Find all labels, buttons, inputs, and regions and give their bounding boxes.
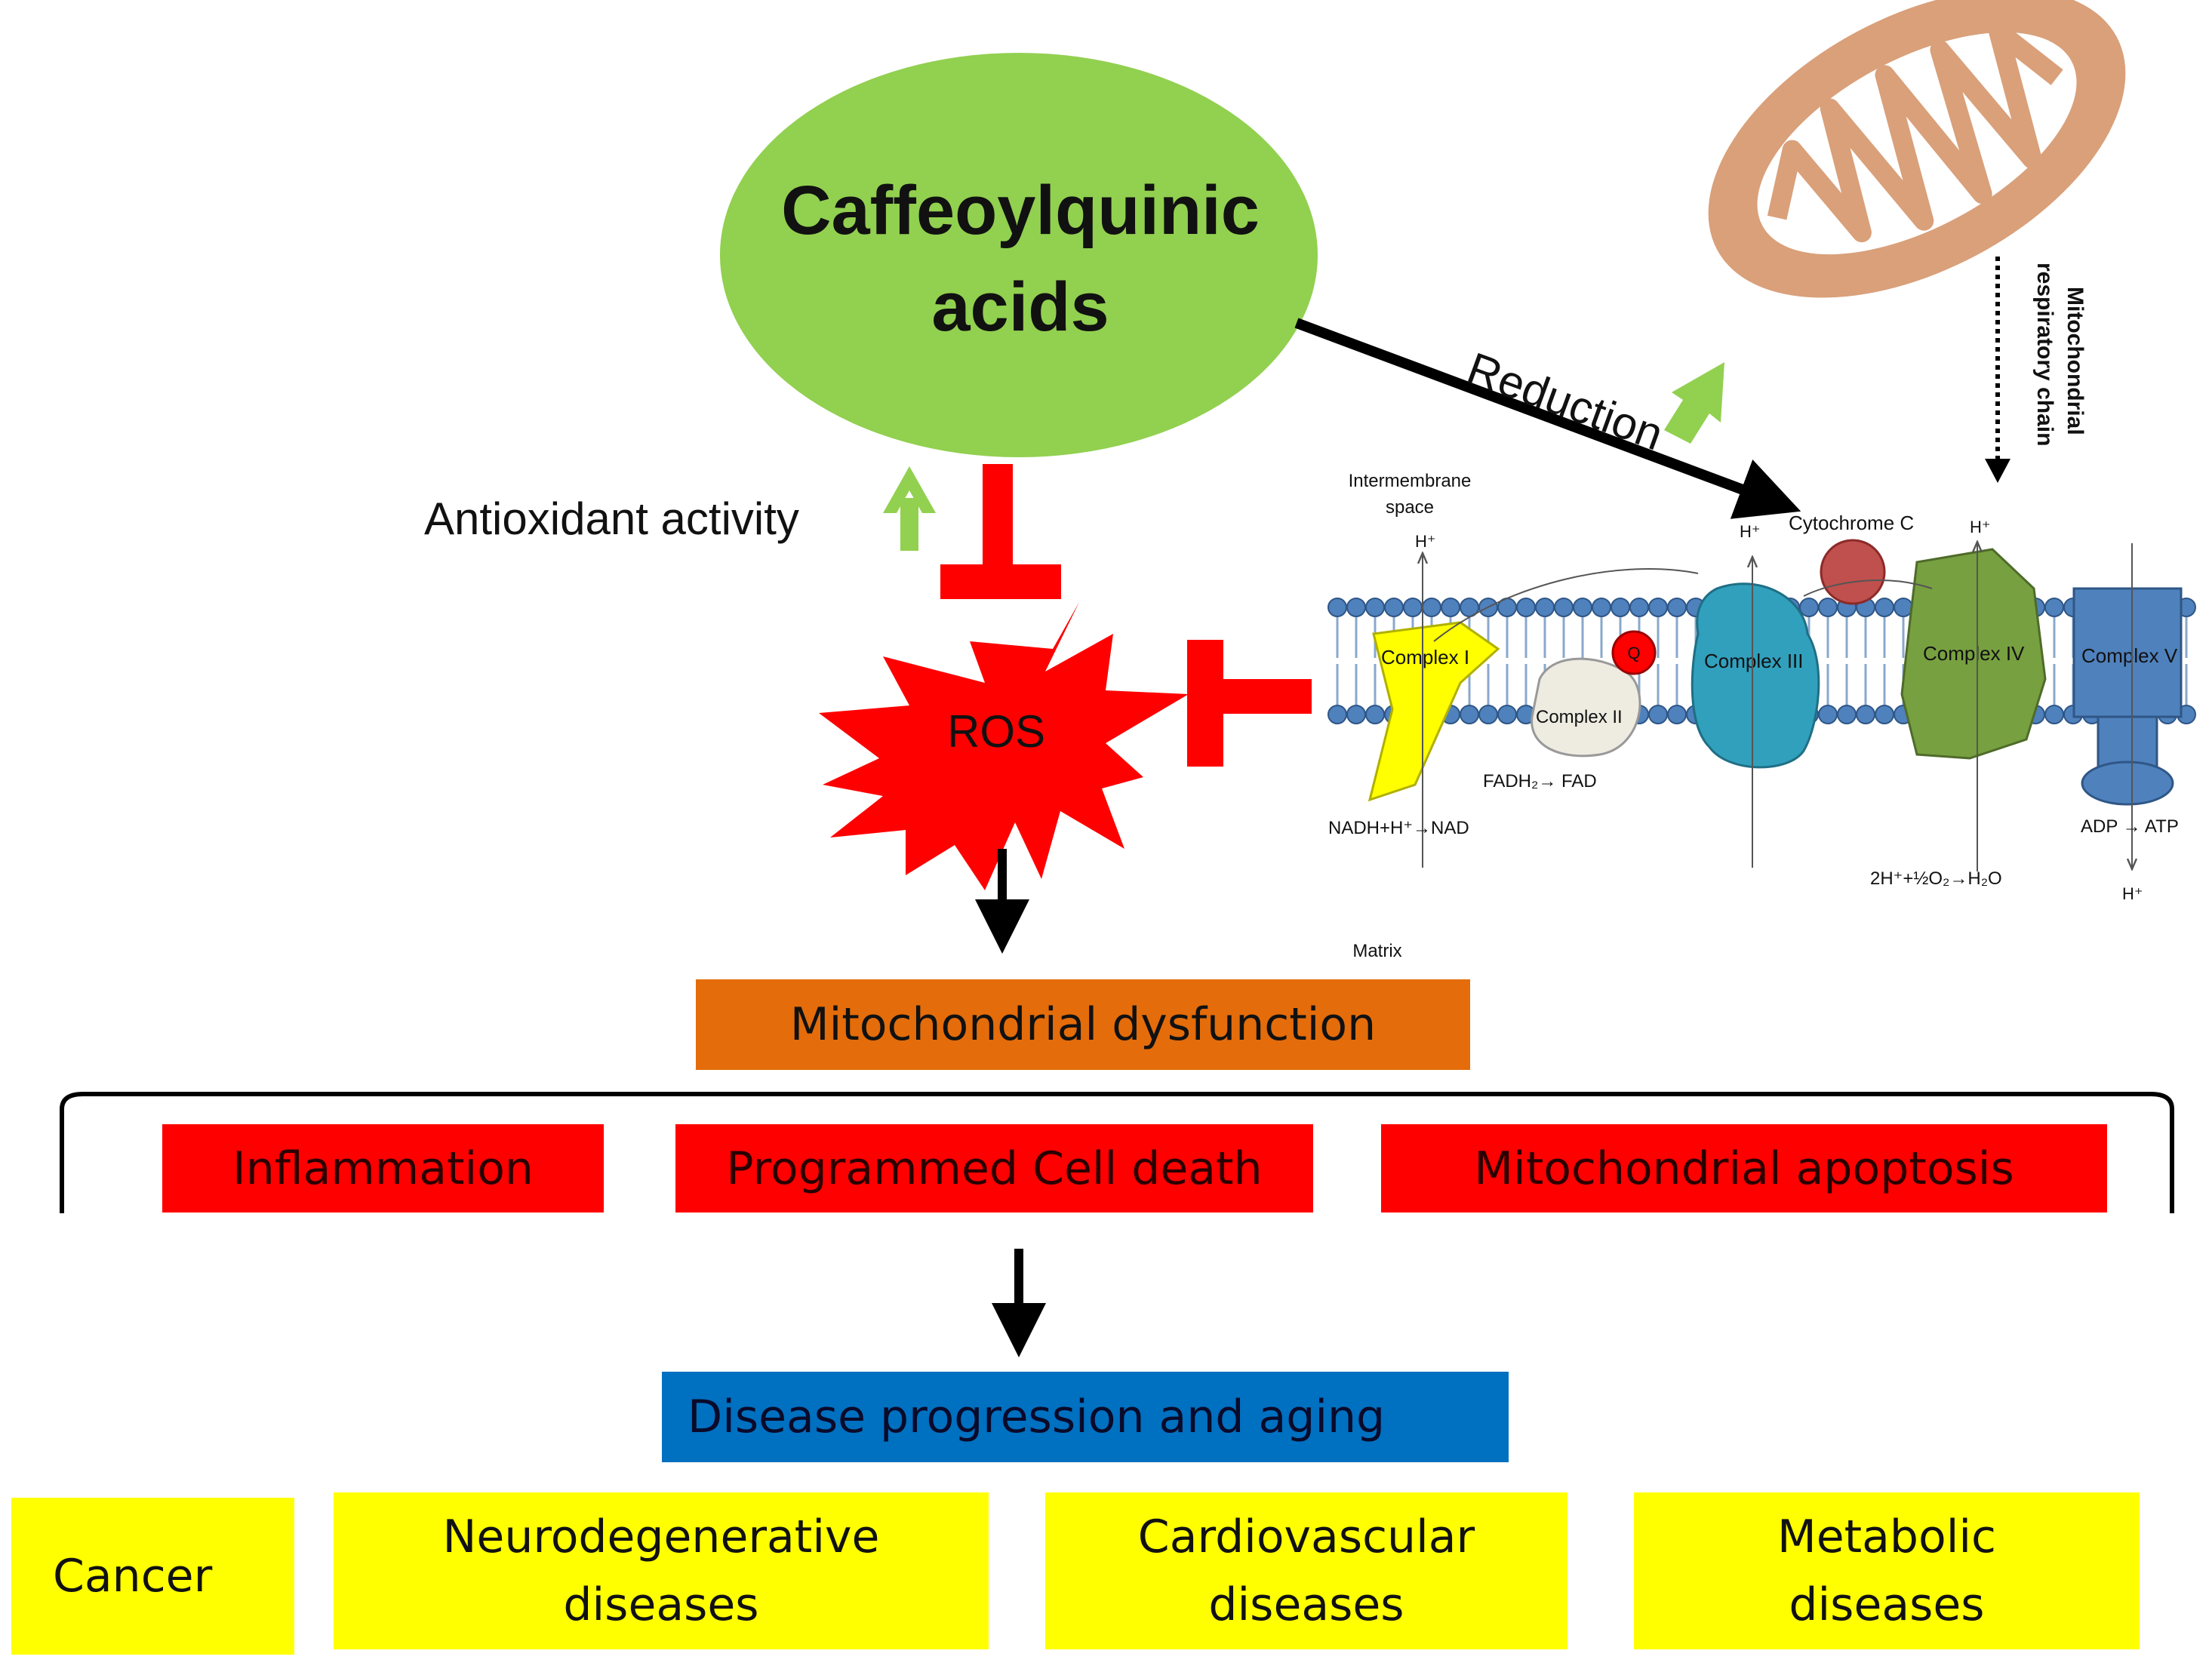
phospholipid-head [1478, 705, 1498, 724]
proton-label-1: H⁺ [1415, 532, 1436, 551]
disease-neuro-box: Neurodegenerative diseases [334, 1492, 989, 1649]
phospholipid-head [1554, 598, 1574, 617]
phospholipid-head [1629, 598, 1649, 617]
phospholipid-head [1856, 705, 1875, 724]
caffeoylquinic-line1: Caffeoylquinic [781, 172, 1260, 249]
caffeoylquinic-line2: acids [931, 269, 1109, 346]
disease-progression-label: Disease progression and aging [688, 1391, 1386, 1443]
phospholipid-head [1875, 705, 1894, 724]
complex-i-label: Complex I [1381, 646, 1469, 668]
effect-cell-death-label: Programmed Cell death [726, 1142, 1263, 1195]
space-label: space [1386, 497, 1434, 518]
proton-label-4: H⁺ [2122, 884, 2143, 903]
proton-label-3: H⁺ [1970, 518, 1991, 536]
nadh-reaction: NADH+H⁺→NAD [1328, 818, 1469, 838]
complex-v [2072, 587, 2183, 806]
mito-chain-arrowhead [1985, 459, 2010, 483]
phospholipid-head [1818, 705, 1838, 724]
ubiquinone-q [1611, 630, 1657, 675]
proton-paths [1423, 543, 2132, 871]
ros-label: ROS [947, 706, 1045, 757]
phospholipid-head [1648, 598, 1668, 617]
phospholipid-head [2044, 705, 2064, 724]
complex-iv [1900, 548, 2047, 760]
phospholipid-head [1328, 598, 1347, 617]
phospholipid-head [1667, 598, 1687, 617]
disease-metabolic-label: Metabolic diseases [1777, 1511, 1997, 1631]
reduction-up-arrow [1664, 362, 1724, 444]
inhibit-ros-from-caq [940, 464, 1061, 599]
effect-inflammation-label: Inflammation [232, 1142, 534, 1195]
effects-bracket [60, 1092, 2174, 1213]
phospholipid-head [1516, 598, 1536, 617]
complex-iii-label: Complex III [1704, 650, 1804, 672]
mito-chain-label-2: respiratory chain [2032, 263, 2057, 446]
complex-i [1368, 621, 1500, 802]
cytochrome-c [1820, 539, 1886, 605]
matrix-label: Matrix [1352, 941, 1401, 961]
phospholipid-head [1592, 598, 1611, 617]
mitochondrial-dysfunction-box: Mitochondrial dysfunction [696, 979, 1470, 1070]
caffeoylquinic-ellipse [720, 53, 1318, 457]
phospholipid-head [1837, 705, 1857, 724]
phospholipid-head [1365, 598, 1385, 617]
effect-apoptosis-label: Mitochondrial apoptosis [1474, 1142, 2014, 1195]
effect-inflammation-box: Inflammation [162, 1124, 604, 1213]
phospholipid-head [2044, 598, 2064, 617]
phospholipid-head [1346, 705, 1366, 724]
ros-starburst [819, 602, 1189, 890]
complex-iv-label: Complex IV [1923, 642, 2025, 665]
phospholipid-head [1799, 598, 1819, 617]
reduction-label: Reduction [1461, 343, 1670, 459]
phospholipid-head [1894, 598, 1913, 617]
phospholipid-head [1497, 705, 1517, 724]
effect-cell-death-box: Programmed Cell death [675, 1124, 1313, 1213]
disease-metabolic-box: Metabolic diseases [1634, 1492, 2140, 1649]
disease-cardio-label: Cardiovascular diseases [1137, 1511, 1475, 1631]
mitochondrion-icon [1708, 0, 2126, 298]
disease-cardio-box: Cardiovascular diseases [1045, 1492, 1567, 1649]
antioxidant-label: Antioxidant activity [424, 493, 799, 544]
phospholipid-head [1667, 705, 1687, 724]
atp-reaction: ADP → ATP [2081, 816, 2179, 837]
phospholipid-head [1403, 598, 1423, 617]
phospholipid-head [1875, 598, 1894, 617]
reduction-arrow [1294, 318, 1801, 519]
phospholipid-head [1611, 598, 1630, 617]
phospholipid-head [1384, 598, 1404, 617]
intermembrane-label: Intermembrane [1349, 471, 1472, 491]
complex-ii-label: Complex II [1536, 707, 1623, 727]
phospholipid-head [1818, 598, 1838, 617]
disease-progression-box: Disease progression and aging [662, 1372, 1509, 1462]
phospholipid-head [1422, 598, 1441, 617]
disease-cancer-box: Cancer [11, 1498, 294, 1655]
proton-label-2: H⁺ [1740, 522, 1761, 541]
phospholipid-head [1441, 598, 1460, 617]
water-reaction: 2H⁺+½O₂→H₂O [1870, 868, 2002, 889]
fadh-reaction: FADH₂→ FAD [1483, 771, 1597, 791]
phospholipid-head [1648, 705, 1668, 724]
mito-chain-label-1: Mitochondrial [2063, 287, 2087, 435]
disease-cancer-label: Cancer [53, 1550, 213, 1603]
inhibit-ros-from-etc [1187, 640, 1312, 767]
complex-ii [1531, 657, 1641, 758]
mitochondrial-dysfunction-label: Mitochondrial dysfunction [789, 998, 1377, 1051]
disease-neuro-label: Neurodegenerative diseases [442, 1511, 880, 1631]
phospholipid-head [1346, 598, 1366, 617]
effect-apoptosis-box: Mitochondrial apoptosis [1381, 1124, 2107, 1213]
ubiquinone-q-label: Q [1627, 644, 1640, 662]
phospholipid-head [1365, 705, 1385, 724]
cytochrome-c-label: Cytochrome C [1789, 512, 1914, 534]
complex-iii [1691, 582, 1820, 769]
antioxidant-up-arrow [883, 466, 936, 551]
phospholipid-head [1328, 705, 1347, 724]
phospholipid-head [1573, 598, 1592, 617]
complex-v-label: Complex V [2081, 644, 2178, 667]
phospholipid-head [1460, 705, 1479, 724]
phospholipid-head [1535, 598, 1555, 617]
